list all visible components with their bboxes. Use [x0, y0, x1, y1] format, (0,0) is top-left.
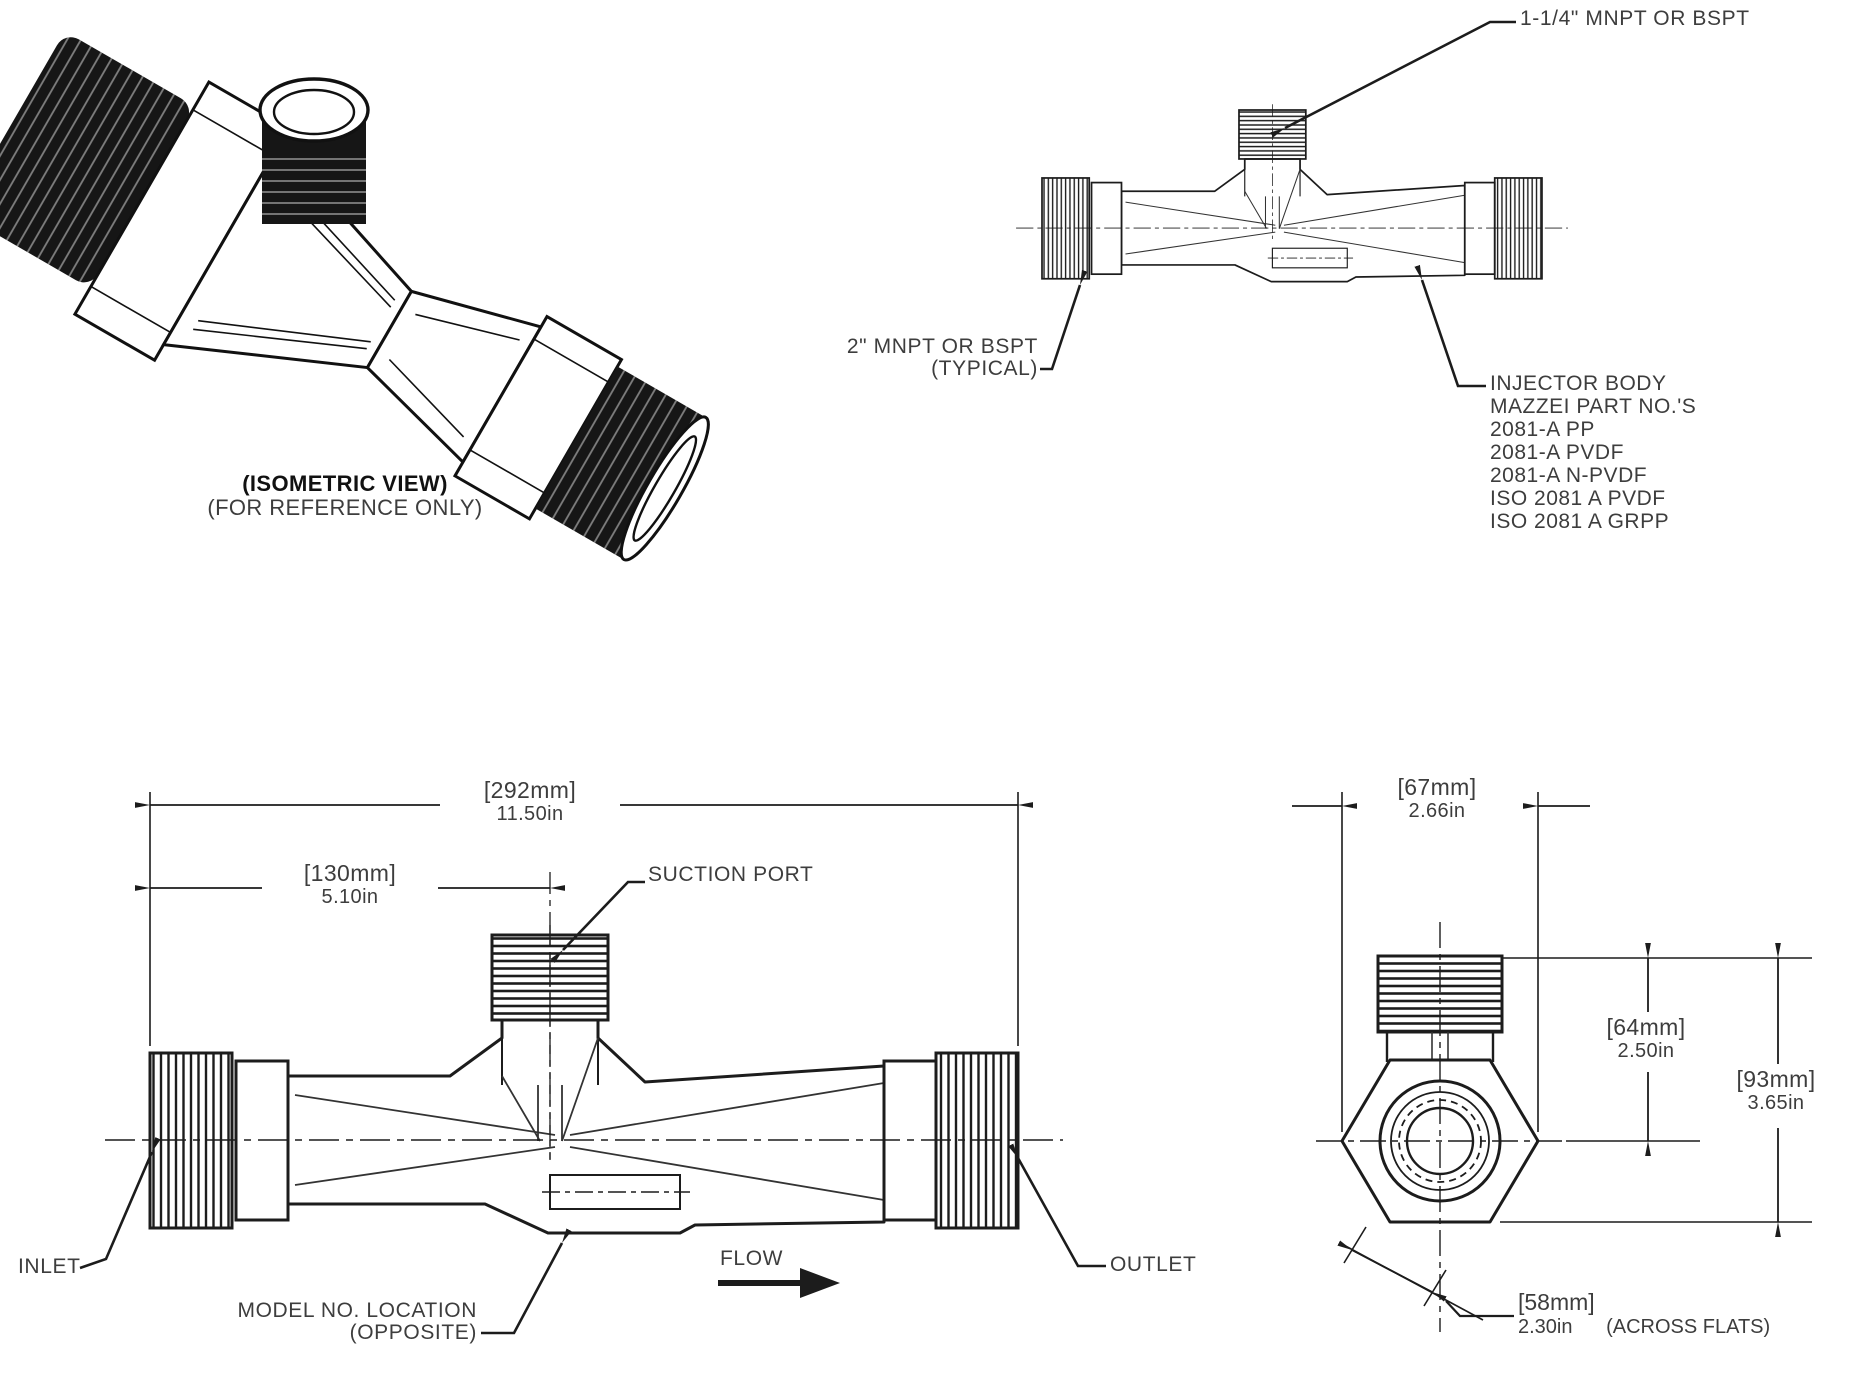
leader-inlet — [79, 1137, 161, 1270]
dim-across-flats: [58mm] 2.30in (ACROSS FLATS) — [1518, 1289, 1771, 1338]
callout-main-thread: 2" MNPT OR BSPT (TYPICAL) — [838, 336, 1038, 380]
inlet-label: INLET — [18, 1255, 81, 1278]
dim-inlet-to-port: [130mm] 5.10in — [303, 860, 397, 908]
leader-suction-thread — [1270, 20, 1516, 138]
leader-across-flats — [1445, 1300, 1514, 1318]
isometric-suction-port — [258, 77, 370, 224]
leader-suction-port — [550, 880, 645, 963]
isometric-caption-subtitle: (FOR REFERENCE ONLY) — [207, 495, 483, 520]
callout-main-thread-line1: 2" MNPT OR BSPT — [846, 335, 1038, 358]
flow-arrow-icon — [718, 1268, 840, 1298]
part-number: 2081-A N-PVDF — [1490, 464, 1648, 487]
outlet-label: OUTLET — [1110, 1253, 1197, 1276]
leader-model-no — [481, 1228, 572, 1335]
part-number: 2081-A PP — [1490, 418, 1595, 441]
across-flats-value: 2.30in — [1518, 1316, 1573, 1338]
callout-injector-body: INJECTOR BODY MAZZEI PART NO.'S 2081-A P… — [1490, 372, 1696, 533]
isometric-caption-title: (ISOMETRIC VIEW) — [242, 471, 448, 496]
callout-suction-thread: 1-1/4" MNPT OR BSPT — [1520, 7, 1750, 30]
leader-outlet — [1008, 1143, 1106, 1268]
suction-port-label: SUCTION PORT — [648, 863, 814, 886]
dim-center-height: [64mm] 2.50in — [1606, 1014, 1686, 1062]
dim-overall-length: [292mm] 11.50in — [483, 777, 577, 825]
isometric-caption: (ISOMETRIC VIEW) (FOR REFERENCE ONLY) — [180, 472, 510, 520]
dim-port-width: [67mm] 2.66in — [1397, 774, 1477, 822]
side-view-drawing — [1015, 20, 1569, 388]
model-no-line1: MODEL NO. LOCATION — [237, 1299, 477, 1322]
part-number: ISO 2081 A GRPP — [1490, 510, 1670, 533]
injector-body-title: INJECTOR BODY — [1490, 372, 1667, 395]
leader-main-thread — [1040, 269, 1088, 371]
leader-injector-body — [1414, 264, 1486, 388]
across-flats-note: (ACROSS FLATS) — [1606, 1316, 1771, 1338]
model-no-line2: (OPPOSITE) — [349, 1321, 477, 1344]
callout-main-thread-line2: (TYPICAL) — [931, 357, 1038, 380]
end-view-drawing — [1292, 792, 1812, 1332]
model-no-label: MODEL NO. LOCATION (OPPOSITE) — [177, 1300, 477, 1344]
injector-body-subtitle: MAZZEI PART NO.'S — [1490, 395, 1697, 418]
isometric-view-drawing — [0, 37, 710, 562]
dim-overall-height: [93mm] 3.65in — [1736, 1066, 1816, 1114]
dimensioned-side-view-drawing — [79, 792, 1106, 1335]
flow-label: FLOW — [720, 1247, 784, 1270]
part-number: ISO 2081 A PVDF — [1490, 487, 1666, 510]
part-number: 2081-A PVDF — [1490, 441, 1624, 464]
